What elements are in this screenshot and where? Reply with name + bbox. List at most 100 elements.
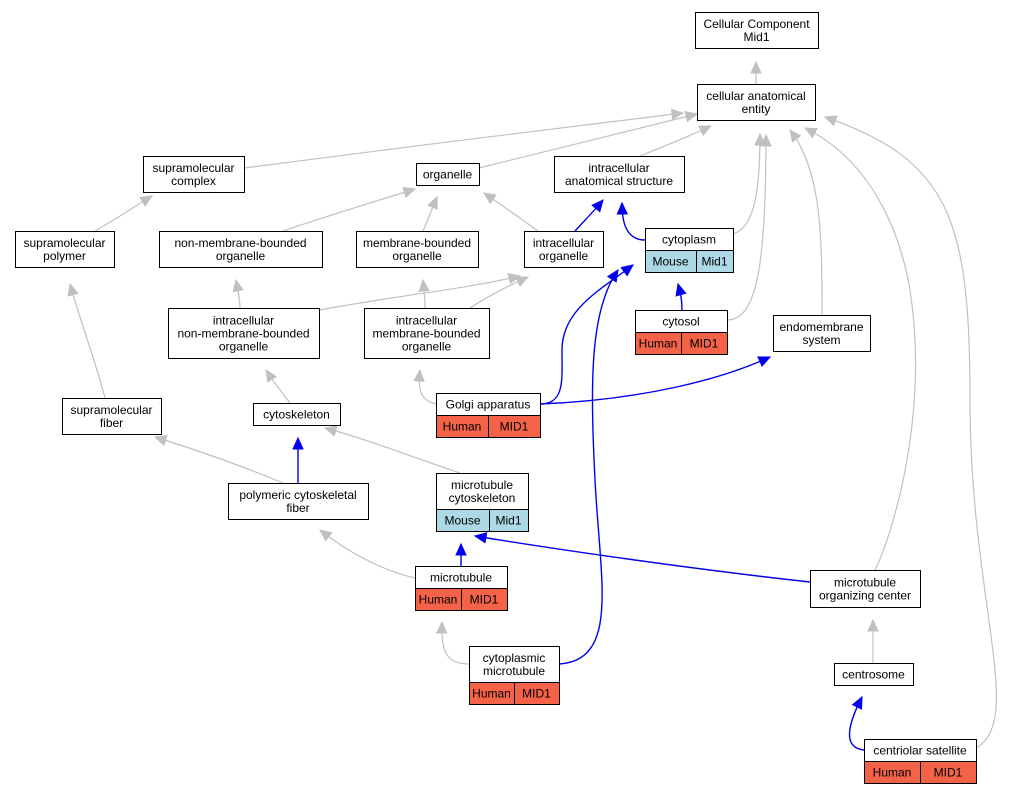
gene-cell	[489, 509, 529, 532]
node-label-line: organizing center	[819, 589, 911, 603]
node-label-line: intracellular	[588, 161, 649, 175]
edge-arrowhead	[515, 276, 530, 287]
edge-intracellular-membrane-bounded-organelle-to-intracellular-organelle	[469, 276, 530, 309]
edge-cytoplasmic-microtubule-to-cytoplasm	[558, 268, 619, 665]
edge-arrowhead	[760, 133, 772, 147]
node-label-box	[416, 163, 480, 186]
node-label-line: organelle	[219, 340, 269, 354]
node-label-box	[773, 315, 871, 352]
edge-arrowhead	[232, 278, 244, 293]
gene-cell	[488, 415, 541, 438]
edge-arrowhead	[413, 368, 425, 382]
node-label-box	[436, 473, 529, 510]
node-label-box	[143, 156, 245, 193]
node-label-line: system	[802, 333, 840, 347]
edge-arrowhead	[591, 199, 604, 213]
edge-cytoplasmic-microtubule-to-microtubule	[435, 620, 470, 665]
edge-golgi-apparatus-to-intracellular-membrane-bounded-organelle	[413, 368, 437, 405]
node-label-box	[810, 570, 921, 608]
edge-line	[282, 188, 416, 232]
node-label-line: fiber	[100, 416, 123, 430]
edge-line	[558, 269, 619, 665]
edge-microtubule-organizing-center-to-cellular-anatomical-entity	[803, 127, 916, 571]
edge-intracellular-non-membrane-bounded-organelle-to-non-membrane-bounded-organelle	[232, 278, 244, 309]
edge-line	[324, 427, 461, 474]
node-label-line: microtubule	[430, 571, 492, 585]
edge-intracellular-membrane-bounded-organelle-to-membrane-bounded-organelle	[418, 278, 430, 309]
edge-cellular-anatomical-entity-to-cc-mid1	[750, 60, 762, 84]
node-label-line: supramolecular	[70, 403, 152, 417]
node-label-line: fiber	[286, 501, 309, 515]
node-label-line: cytoskeleton	[263, 408, 330, 422]
node-label-line: anatomical structure	[565, 174, 673, 188]
edge-arrowhead	[803, 127, 818, 139]
node-centrosome[interactable]: centrosome	[834, 663, 914, 686]
node-label-line: cellular anatomical	[706, 89, 805, 103]
node-label-line: microtubule	[834, 576, 896, 590]
edge-line	[478, 113, 698, 169]
species-label: Human	[639, 337, 678, 351]
edges-layer	[67, 60, 997, 751]
node-label-line: organelle	[539, 249, 589, 263]
edge-arrowhead	[670, 108, 685, 121]
node-intracellular-non-membrane-bounded-organelle[interactable]: intracellularnon-membrane-boundedorganel…	[168, 308, 320, 359]
edge-arrowhead	[153, 434, 168, 446]
node-label-line: cytoplasm	[662, 233, 716, 247]
node-label-line: Cellular Component	[703, 17, 810, 31]
edge-arrowhead	[427, 195, 438, 210]
node-cytoskeleton[interactable]: cytoskeleton	[253, 403, 341, 426]
node-label-box	[364, 308, 490, 359]
node-label-line: Mid1	[743, 30, 769, 44]
node-label-box	[834, 663, 914, 686]
node-label-box	[15, 231, 115, 268]
edge-microtubule-organizing-center-to-microtubule-cytoskeleton	[473, 532, 811, 583]
species-label: Mouse	[652, 255, 688, 269]
edge-line	[804, 127, 916, 571]
node-label-box	[469, 646, 560, 683]
node-label-line: centriolar satellite	[873, 744, 967, 758]
edge-line	[539, 356, 771, 405]
edge-line	[726, 134, 767, 321]
edge-arrowhead	[616, 201, 629, 215]
edge-line	[789, 129, 823, 316]
edge-intracellular-organelle-to-organelle	[483, 192, 539, 232]
edge-line	[474, 535, 811, 583]
edge-arrowhead	[473, 532, 488, 544]
edge-line	[539, 264, 634, 405]
edge-arrowhead	[851, 695, 863, 710]
node-label-box	[159, 231, 323, 268]
edge-arrowhead	[435, 620, 448, 634]
edge-arrowhead	[757, 356, 772, 367]
edge-arrowhead	[606, 268, 619, 283]
edge-supramolecular-complex-to-cellular-anatomical-entity	[243, 108, 685, 169]
edge-line	[154, 436, 284, 484]
edge-centrosome-to-microtubule-organizing-center	[867, 618, 879, 663]
node-organelle[interactable]: organelle	[416, 163, 480, 186]
edge-line	[732, 133, 761, 235]
node-label-line: entity	[742, 102, 771, 116]
edge-arrowhead	[418, 278, 430, 293]
edge-arrowhead	[319, 529, 333, 542]
edge-intracellular-anatomical-structure-to-cellular-anatomical-entity	[639, 125, 713, 157]
